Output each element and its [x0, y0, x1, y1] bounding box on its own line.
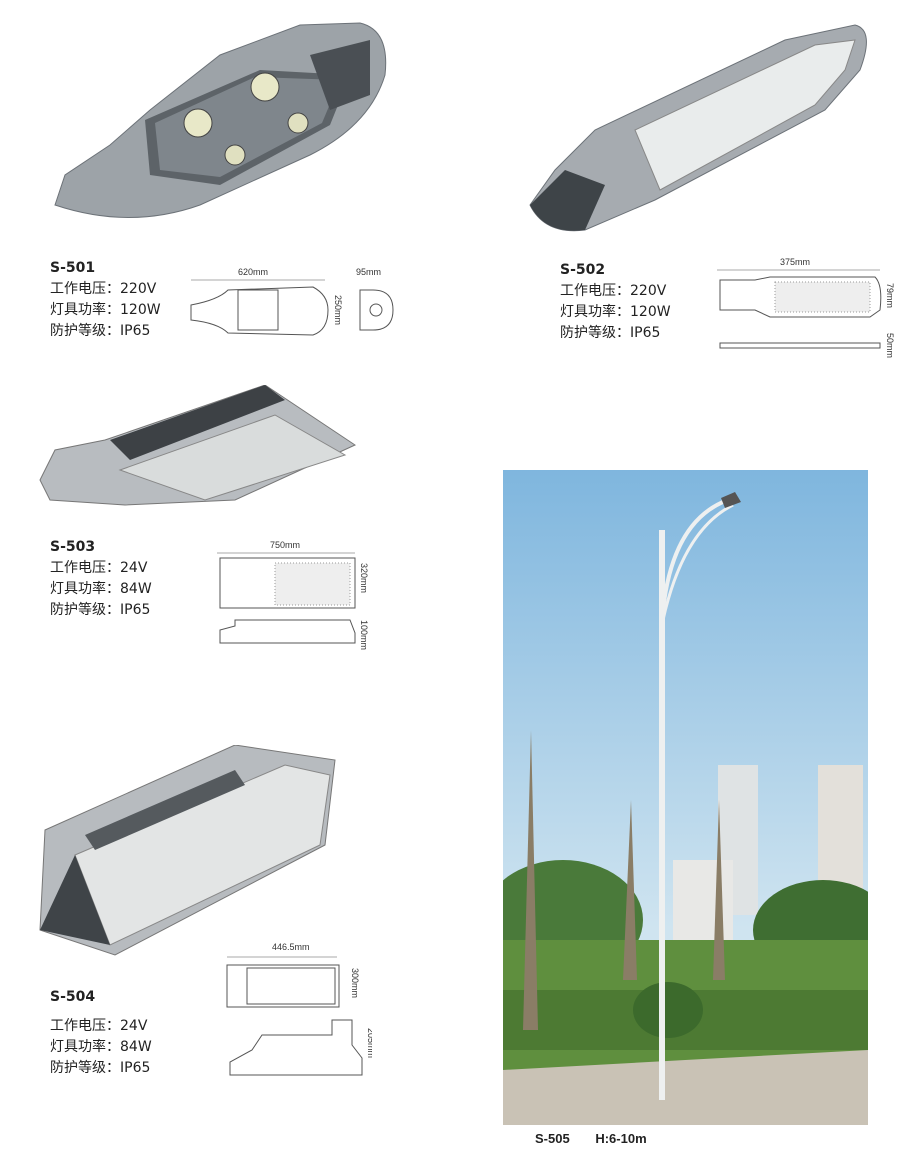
- height-label: 50mm: [885, 333, 895, 358]
- length-label: 620mm: [238, 267, 268, 277]
- power-spec: 灯具功率：84W: [50, 1039, 152, 1055]
- length-label: 750mm: [270, 540, 300, 550]
- height-range: H:6-10m: [595, 1131, 647, 1146]
- model-name: S-502: [560, 262, 606, 278]
- model-name: S-505: [535, 1131, 570, 1146]
- spec-block-s503: S-503 工作电压：24V 灯具功率：84W 防护等级：IP65: [50, 537, 152, 621]
- protection-spec: 防护等级：IP65: [50, 1060, 151, 1076]
- model-name: S-504: [50, 989, 96, 1005]
- dimension-drawing-s503: 750mm 320mm 100mm: [217, 540, 369, 650]
- spec-block-s501: S-501 工作电压：220V 灯具功率：120W 防护等级：IP65: [50, 258, 161, 342]
- power-spec: 灯具功率：120W: [560, 304, 671, 320]
- model-name: S-503: [50, 539, 96, 555]
- width-label: 320mm: [359, 563, 369, 593]
- protection-spec: 防护等级：IP65: [50, 323, 151, 339]
- width-label: 79mm: [885, 283, 895, 308]
- product-image-s502: [529, 24, 867, 232]
- height-label: 205mm: [366, 1028, 372, 1058]
- protection-spec: 防护等级：IP65: [50, 602, 151, 618]
- protection-spec: 防护等级：IP65: [560, 325, 661, 341]
- model-name: S-501: [50, 260, 96, 276]
- voltage-spec: 工作电压：24V: [50, 1018, 148, 1034]
- height-label: 95mm: [356, 267, 381, 277]
- product-image-s501: [54, 22, 387, 218]
- product-image-s503: [39, 385, 357, 506]
- spec-block-s504: S-504 工作电压：24V 灯具功率：84W 防护等级：IP65: [50, 987, 152, 1079]
- length-label: 375mm: [780, 257, 810, 267]
- product-image-s504: [39, 745, 336, 956]
- height-label: 100mm: [359, 620, 369, 650]
- dimension-drawing-s501: 620mm 250mm 95mm: [190, 267, 394, 336]
- power-spec: 灯具功率：120W: [50, 302, 161, 318]
- street-light-photo-s505: [503, 470, 868, 1125]
- width-label: 250mm: [333, 295, 343, 325]
- photo-caption: S-505 H:6-10m: [535, 1131, 647, 1146]
- spec-block-s502: S-502 工作电压：220V 灯具功率：120W 防护等级：IP65: [560, 260, 671, 344]
- voltage-spec: 工作电压：220V: [50, 281, 157, 297]
- width-label: 300mm: [350, 968, 360, 998]
- voltage-spec: 工作电压：220V: [560, 283, 667, 299]
- voltage-spec: 工作电压：24V: [50, 560, 148, 576]
- dimension-drawing-s502: 375mm 79mm 50mm: [717, 257, 895, 358]
- power-spec: 灯具功率：84W: [50, 581, 152, 597]
- length-label: 446.5mm: [272, 942, 310, 952]
- dimension-drawing-s504: 446.5mm 300mm 205mm: [226, 942, 372, 1076]
